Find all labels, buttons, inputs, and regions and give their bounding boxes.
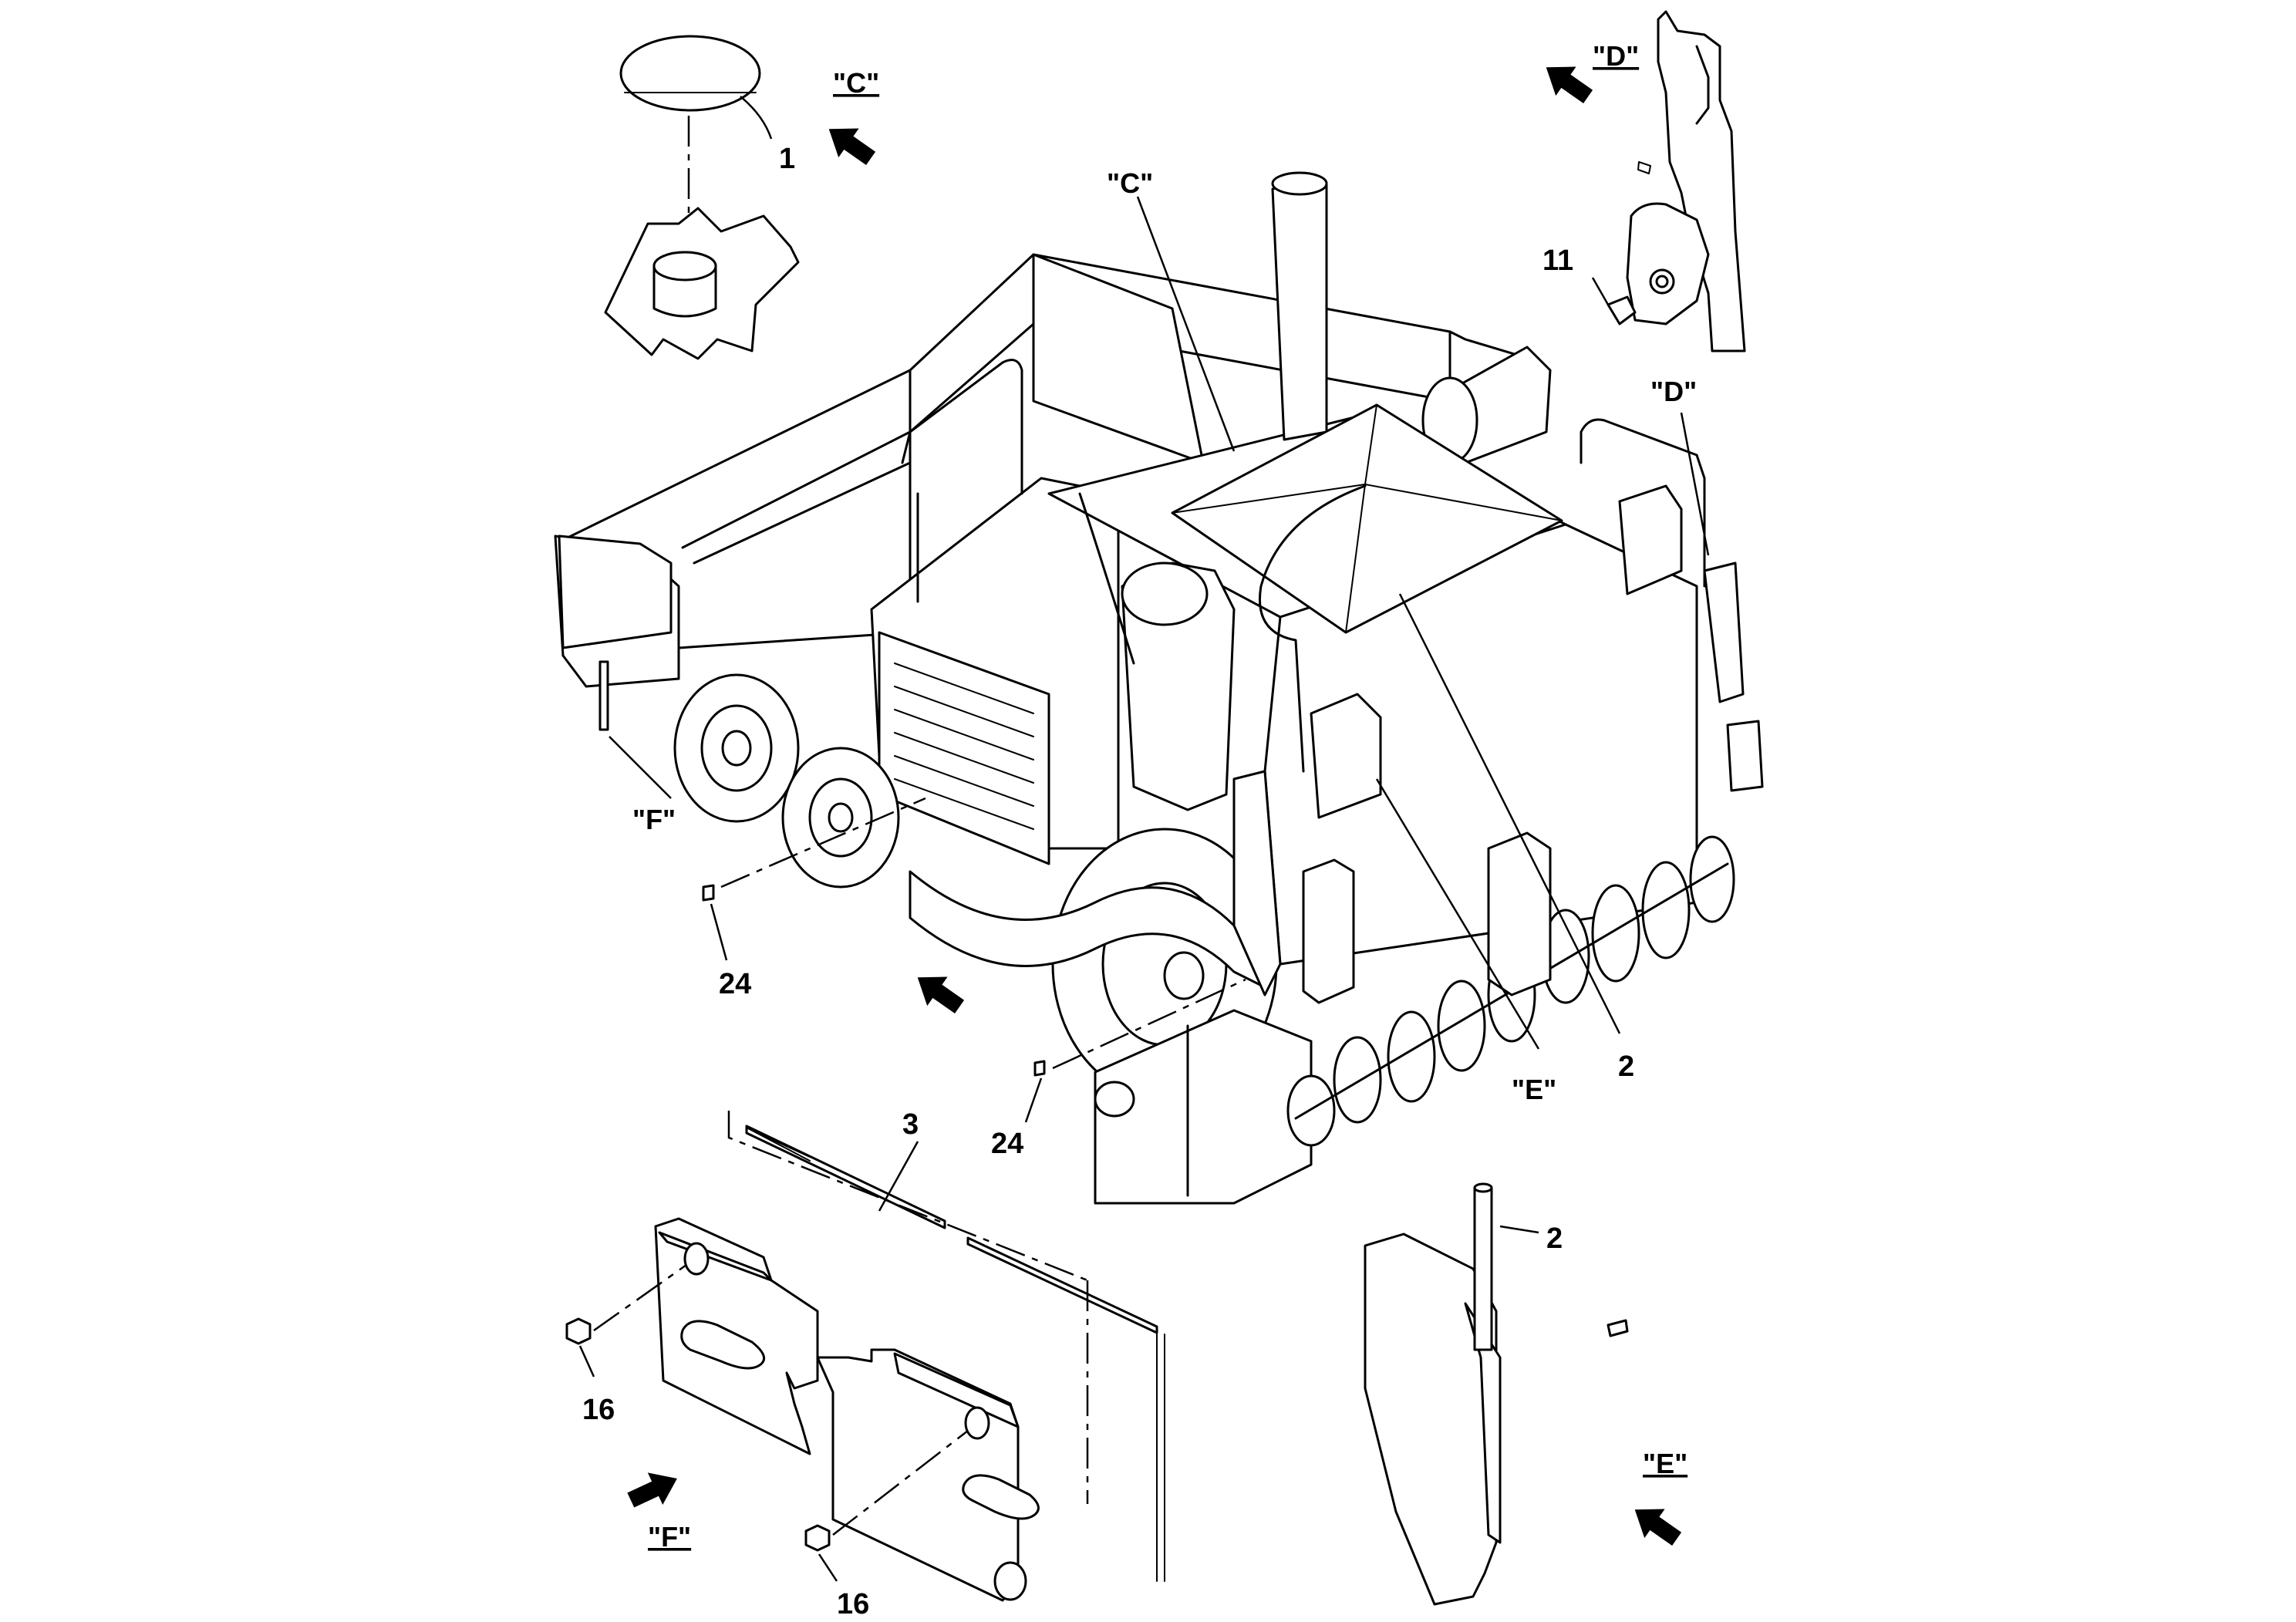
detail-c: 1 "C" <box>604 35 879 360</box>
label-1: 1 <box>779 143 795 175</box>
view-arrow-icon <box>1546 66 1593 103</box>
label-2-detail: 2 <box>1546 1222 1563 1255</box>
label-16-a: 16 <box>582 1394 615 1426</box>
main-machine <box>554 171 1764 1205</box>
label-3: 3 <box>902 1108 919 1141</box>
view-arrow-icon <box>917 976 965 1013</box>
view-label-d-detail: "D" <box>1593 40 1639 72</box>
view-label-e-detail: "E" <box>1643 1448 1687 1479</box>
detail-e: 2 "E" <box>1364 1182 1687 1606</box>
detail-f: 3 16 16 "F" <box>565 1108 1165 1620</box>
label-16-b: 16 <box>837 1588 869 1620</box>
view-label-f-detail: "F" <box>648 1521 691 1553</box>
label-24-b: 24 <box>991 1128 1023 1160</box>
label-11: 11 <box>1542 244 1573 277</box>
view-arrow-icon <box>627 1472 677 1508</box>
view-label-c-detail: "C" <box>833 67 879 99</box>
view-arrow-icon <box>1634 1509 1682 1546</box>
label-24-a: 24 <box>719 968 751 1000</box>
detail-d: "D" 11 <box>1542 10 1746 352</box>
view-label-c-machine: "C" <box>1107 167 1153 199</box>
view-label-d-machine: "D" <box>1650 376 1697 407</box>
view-label-e-machine: "E" <box>1512 1074 1556 1105</box>
part-1-umbrella <box>619 35 761 112</box>
label-2-main: 2 <box>1618 1050 1634 1083</box>
view-arrow-icon <box>828 128 876 165</box>
view-label-f-machine: "F" <box>632 804 676 835</box>
